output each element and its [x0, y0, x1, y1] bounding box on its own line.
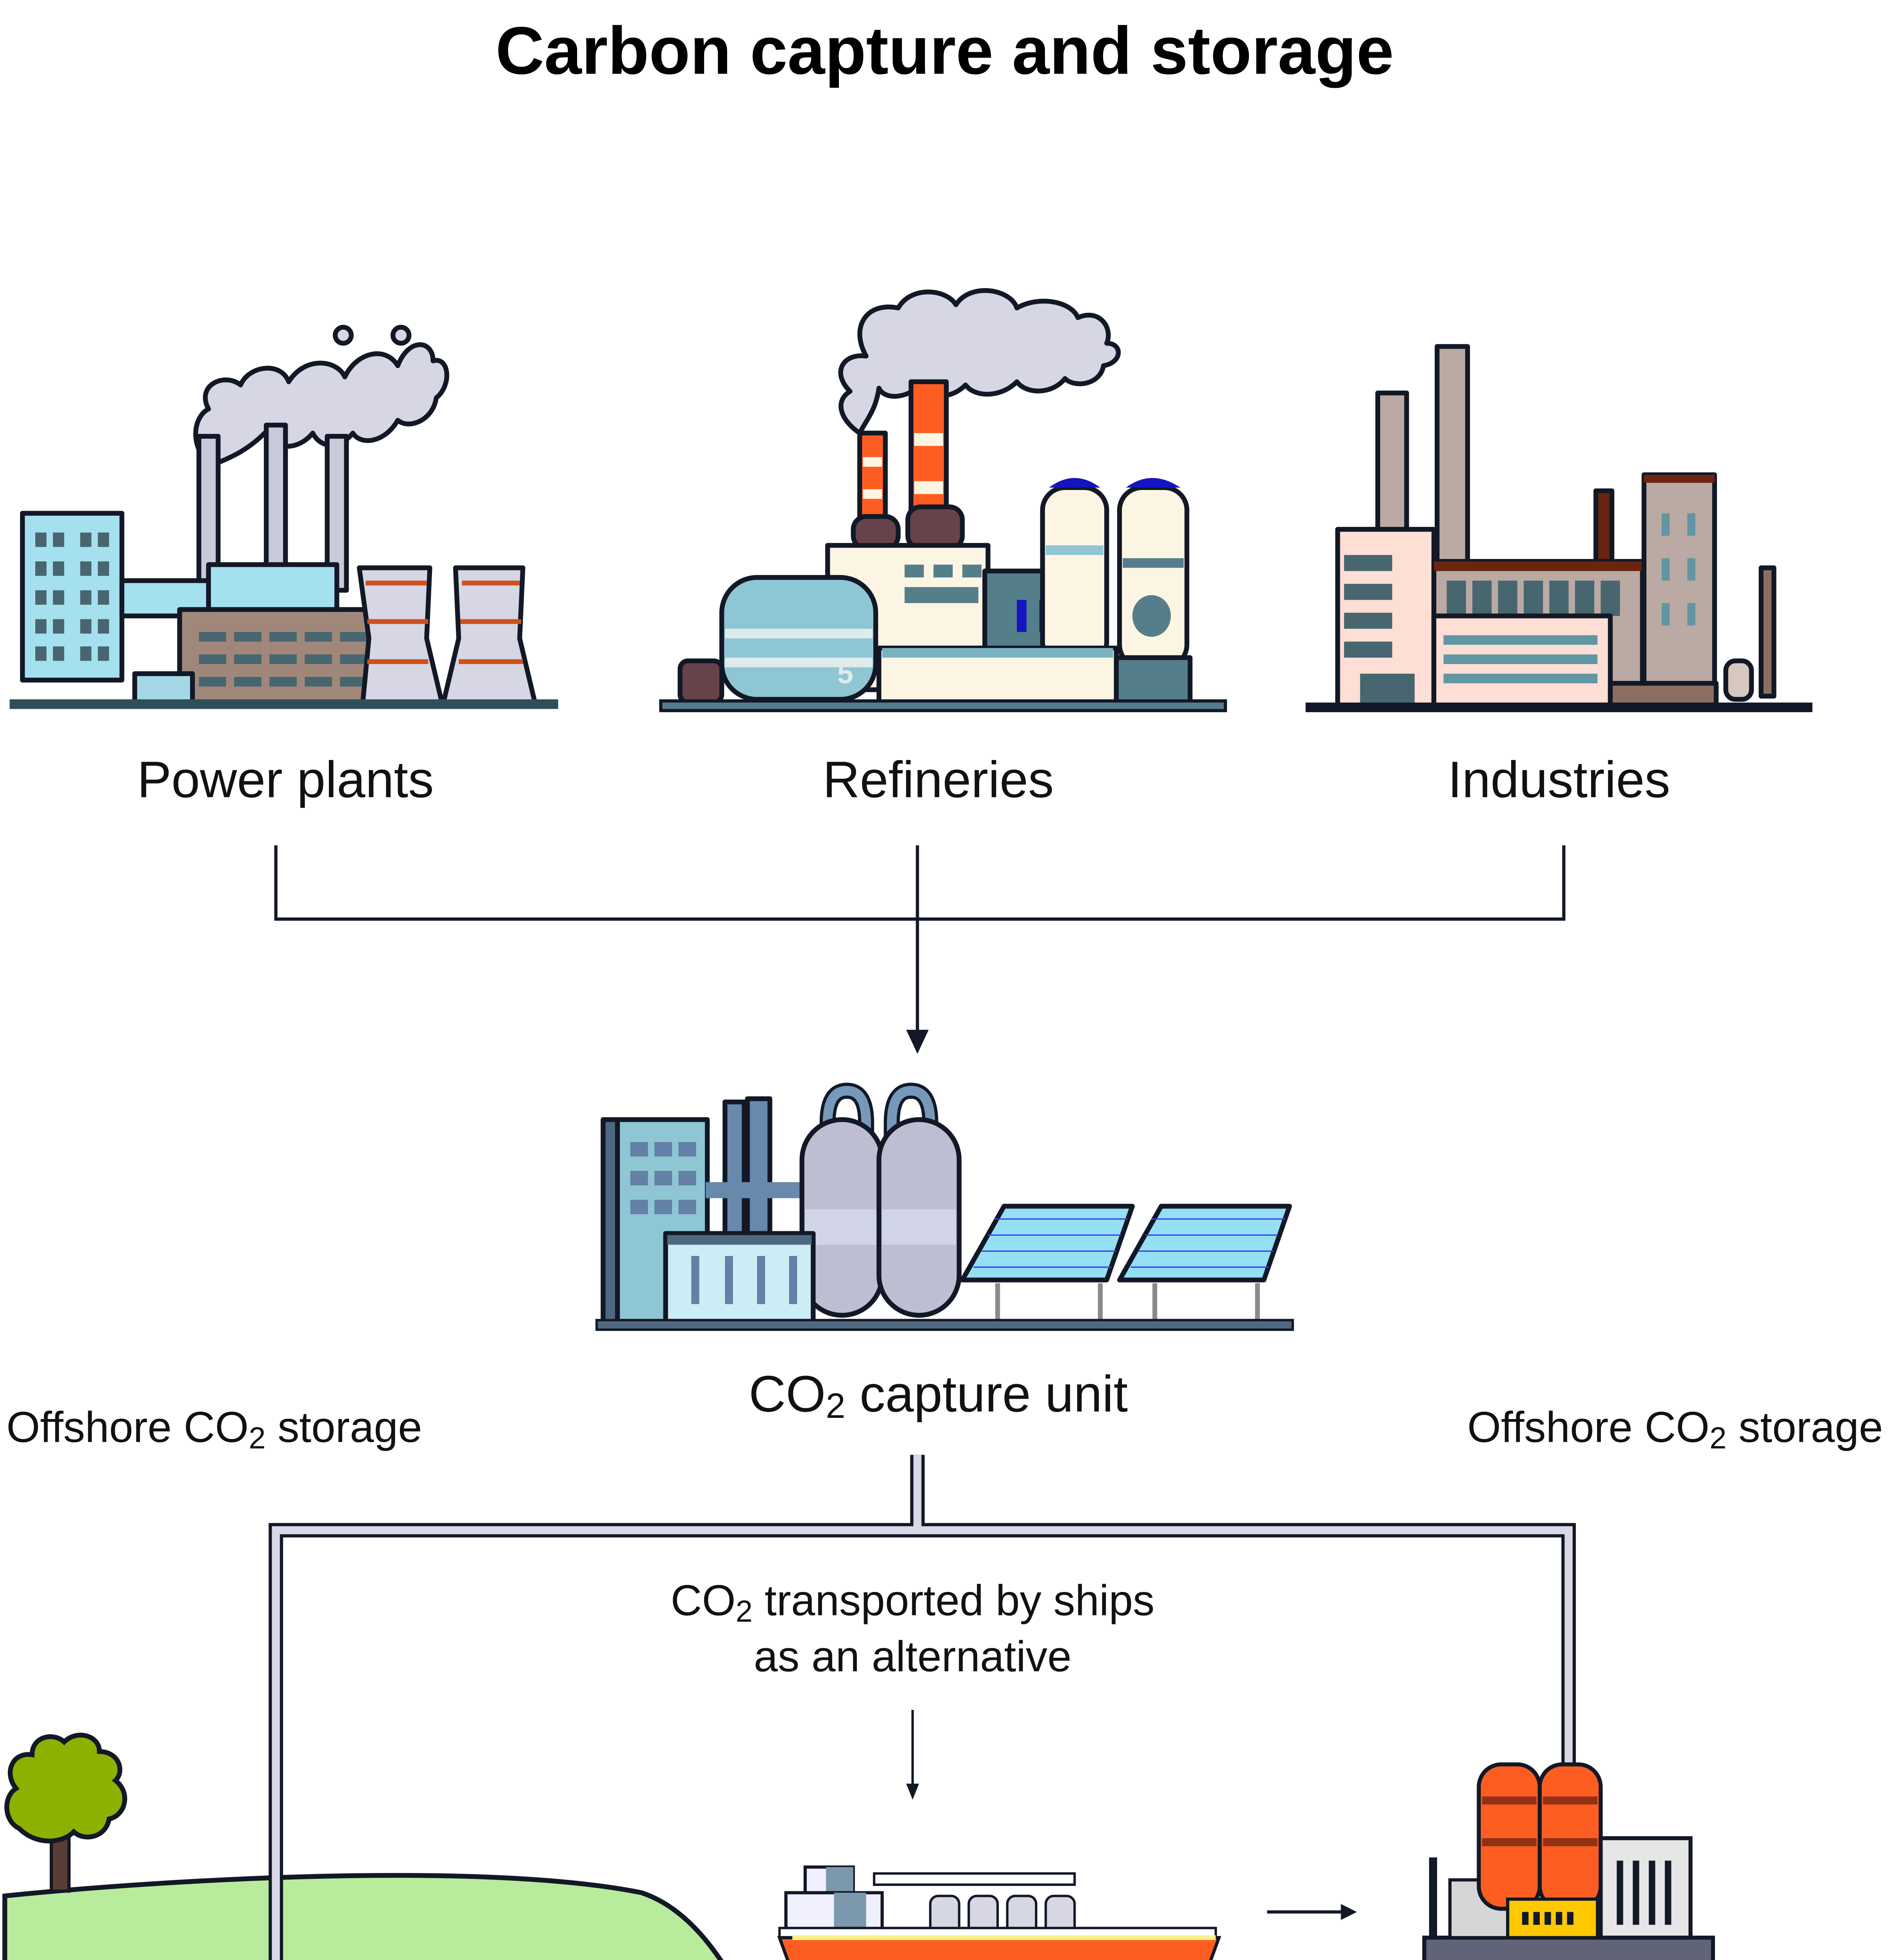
arrow-down-icon	[906, 1784, 919, 1800]
arrow-down-icon	[906, 1029, 929, 1054]
ship-note-line1: CO2 transported by ships	[671, 1576, 1154, 1628]
source-label-power-plants: Power plants	[137, 751, 434, 808]
offshore-label-left: Offshore CO2 storage	[6, 1403, 422, 1455]
offshore-platform-icon	[1422, 1762, 1715, 1960]
refinery-icon: 5	[659, 288, 1227, 712]
industry-icon	[1305, 344, 1813, 712]
source-label-refineries: Refineries	[823, 751, 1054, 808]
tree-icon	[4, 1733, 127, 1893]
capture-unit-icon	[595, 1082, 1294, 1331]
ship-note-line2: as an alternative	[754, 1633, 1072, 1681]
arrow-right-icon	[1341, 1904, 1357, 1920]
offshore-label-right: Offshore CO2 storage	[1467, 1403, 1883, 1455]
ship-icon	[777, 1865, 1221, 1960]
power-plant-icon	[9, 325, 558, 709]
tank-number-glyph: 5	[837, 657, 853, 690]
source-label-industries: Industries	[1448, 751, 1670, 808]
co2-pipeline	[269, 1455, 1576, 1960]
capture-unit-label: CO2 capture unit	[749, 1365, 1128, 1426]
landscape	[2, 1733, 724, 1960]
grass-layer	[2, 1873, 724, 1960]
page-title: Carbon capture and storage	[495, 13, 1394, 88]
sources-connector	[274, 845, 1566, 1035]
